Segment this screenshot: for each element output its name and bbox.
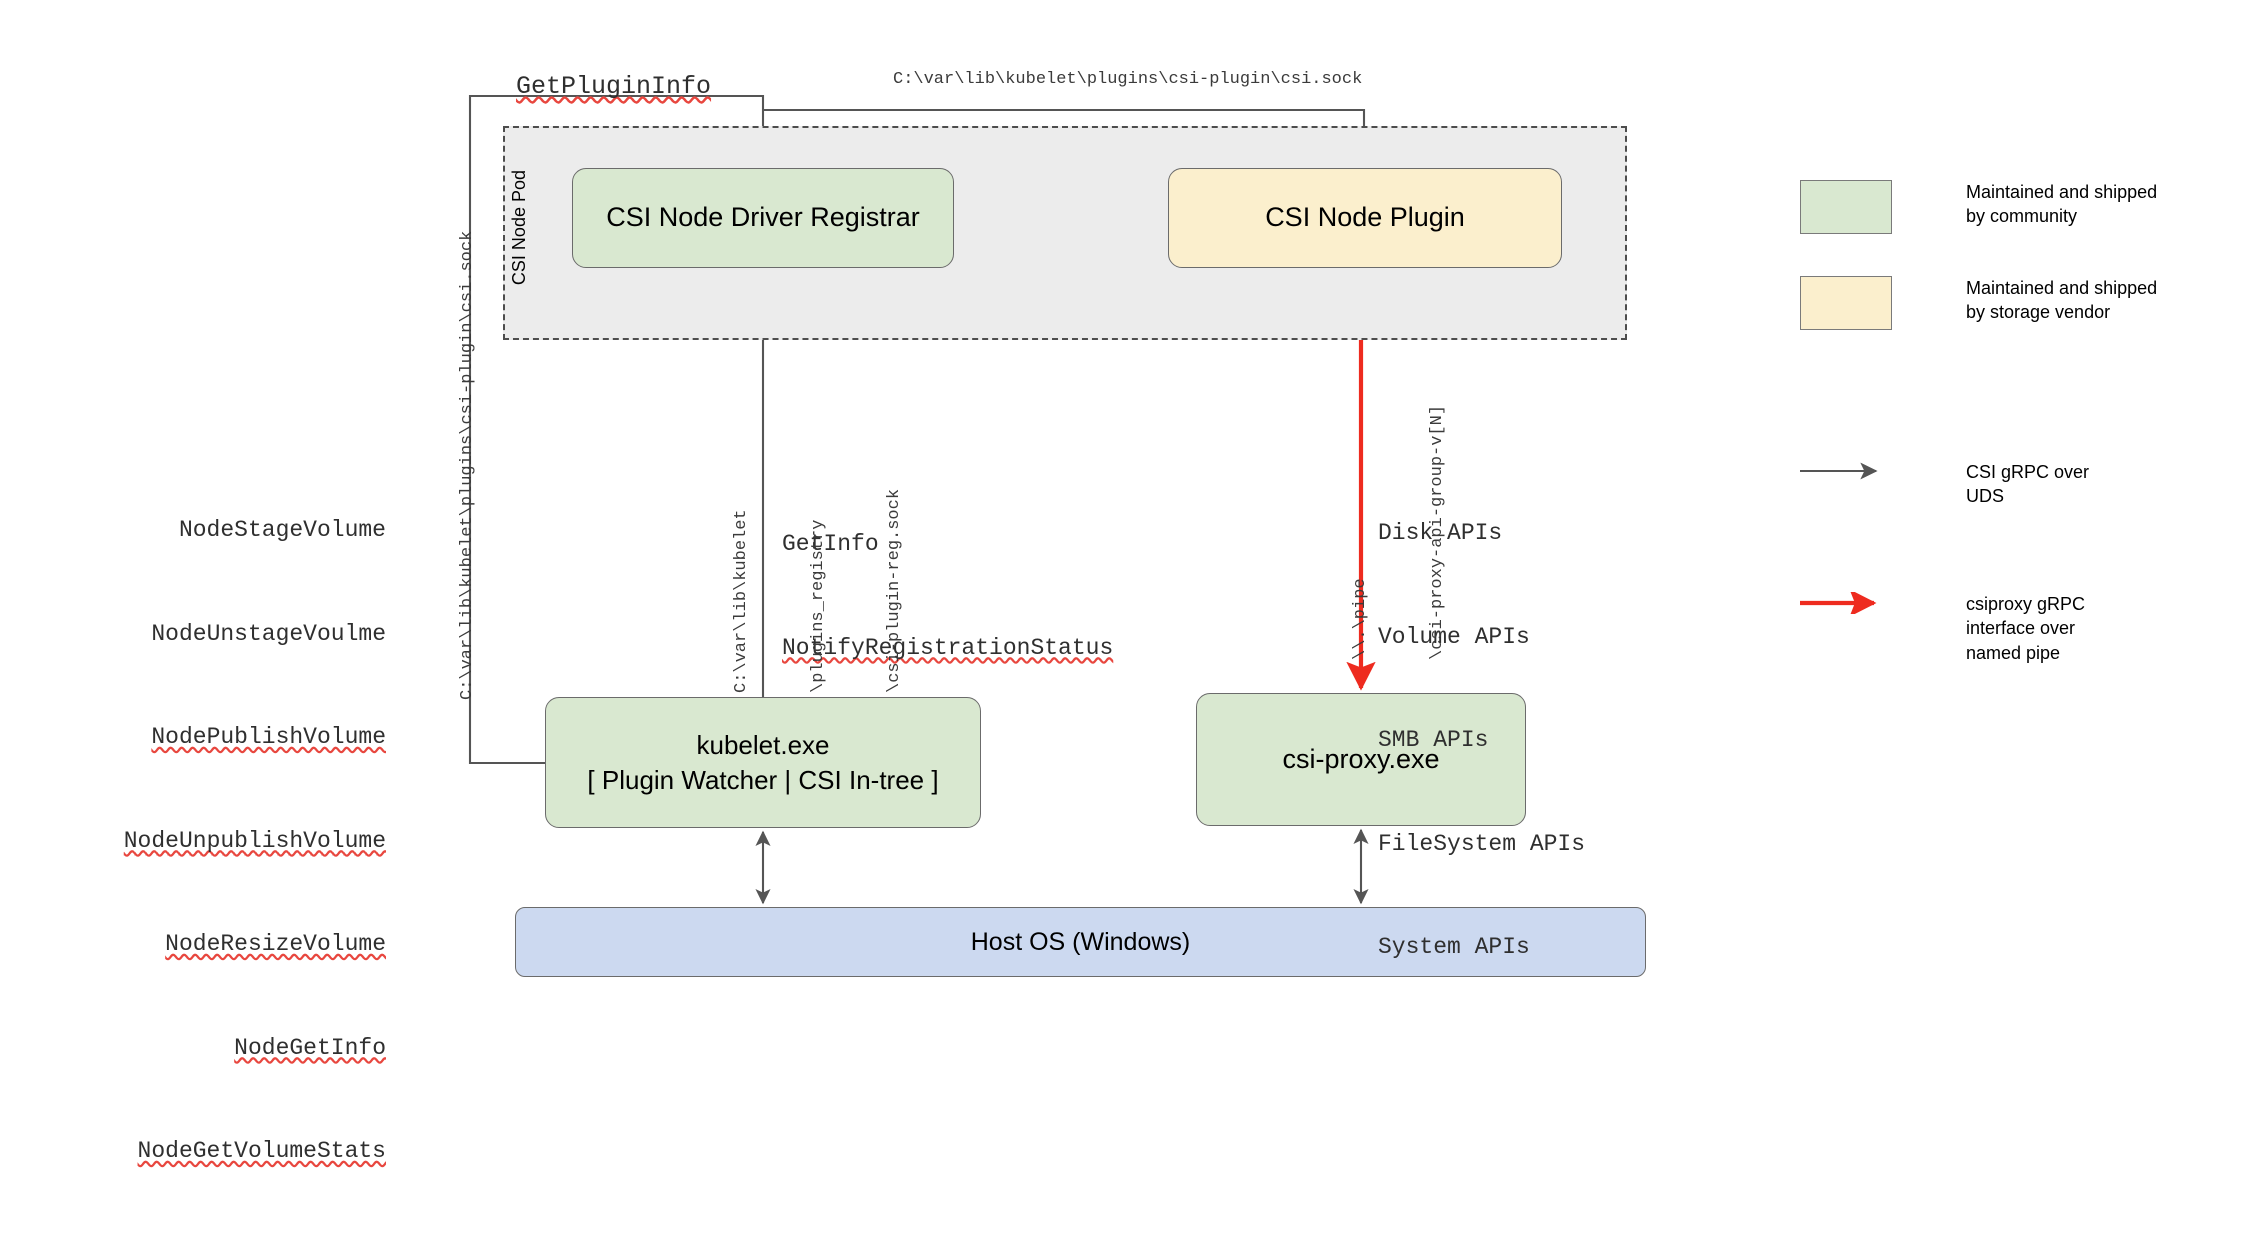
node-csi-node-driver-registrar-label: CSI Node Driver Registrar (606, 202, 920, 233)
legend-label-named-pipe: csiproxy gRPC interface over named pipe (1966, 594, 2086, 663)
node-csi-node-plugin[interactable]: CSI Node Plugin (1168, 168, 1562, 268)
node-kubelet-exe-line1: kubelet.exe (696, 730, 830, 761)
legend-label-uds: CSI gRPC over UDS (1966, 462, 2090, 507)
label-node-unstage-volume: NodeUnstageVoulme (151, 620, 386, 647)
label-api-filesystem: FileSystem APIs (1378, 830, 1586, 857)
label-registry-path-line2: \plugins_registry (808, 519, 828, 693)
label-api-disk: Disk APIs (1378, 520, 1503, 546)
legend-item-named-pipe: csiproxy gRPC interface over named pipe (1800, 589, 2086, 665)
node-csi-node-driver-registrar[interactable]: CSI Node Driver Registrar (572, 168, 954, 268)
legend-swatch-community-green (1800, 180, 1892, 234)
node-kubelet-exe-label: kubelet.exe [ Plugin Watcher | CSI In-tr… (546, 728, 980, 797)
csi-node-pod-label: CSI Node Pod (509, 170, 529, 286)
label-csi-sock-path-vertical: C:\var\lib\kubelet\plugins\csi-plugin\cs… (458, 230, 477, 700)
label-node-publish-volume: NodePublishVolume (151, 724, 386, 750)
label-api-system: System APIs (1378, 934, 1530, 960)
label-registry-path-line3: \csi-plugin-reg.sock (885, 488, 904, 693)
node-host-os-label: Host OS (Windows) (970, 927, 1191, 956)
legend-item-vendor: Maintained and shipped by storage vendor (1800, 276, 2157, 330)
legend-label-community: Maintained and shipped by community (1966, 182, 2158, 227)
legend-label-vendor: Maintained and shipped by storage vendor (1966, 278, 2158, 323)
label-notify-registration-status: NotifyRegistrationStatus (782, 634, 1114, 661)
label-getinfo: GetInfo (782, 531, 879, 557)
label-registry-path-line1: C:\var\lib\kubelet (732, 509, 751, 693)
label-node-service-calls: NodeStageVolume NodeUnstageVoulme NodePu… (100, 444, 386, 1238)
node-kubelet-exe-line2: [ Plugin Watcher | CSI In-tree ] (587, 764, 939, 795)
node-kubelet-exe[interactable]: kubelet.exe [ Plugin Watcher | CSI In-tr… (545, 697, 981, 828)
label-node-unpublish-volume: NodeUnpublishVolume (123, 827, 386, 854)
label-registration-calls: GetInfo NotifyRegistrationStatus (782, 458, 1113, 734)
label-csi-sock-path: C:\var\lib\kubelet\plugins\csi-plugin\cs… (893, 70, 1363, 89)
label-registry-sock-path-vertical: C:\var\lib\kubelet \plugins_registry \cs… (678, 489, 959, 693)
label-named-pipe-line1: \\.\pipe (1351, 578, 1370, 660)
label-node-resize-volume: NodeResizeVolume (165, 931, 386, 957)
diagram-canvas: CSI Node Pod CSI Node Driver Registrar C… (124, 70, 2157, 1164)
legend-arrow-gray-icon (1800, 460, 1892, 482)
label-csi-proxy-api-groups: Disk APIs Volume APIs SMB APIs FileSyste… (1378, 447, 1585, 1034)
label-named-pipe-vertical: \\.\pipe \csi-proxy-api-group-v[N] (1297, 405, 1501, 660)
legend-item-uds: CSI gRPC over UDS (1800, 460, 2089, 509)
label-node-stage-volume: NodeStageVolume (178, 517, 386, 543)
node-host-os[interactable]: Host OS (Windows) (515, 907, 1646, 977)
label-named-pipe-line2: \csi-proxy-api-group-v[N] (1427, 404, 1447, 660)
legend-item-community: Maintained and shipped by community (1800, 180, 2157, 234)
legend-swatch-vendor-yellow (1800, 276, 1892, 330)
label-node-get-volume-stats: NodeGetVolumeStats (137, 1138, 386, 1164)
legend-arrow-red-icon (1800, 589, 1892, 617)
node-csi-proxy-exe[interactable]: csi-proxy.exe (1196, 693, 1526, 826)
node-csi-proxy-exe-label: csi-proxy.exe (1282, 743, 1440, 774)
label-get-plugin-info: GetPluginInfo (516, 72, 712, 101)
label-api-volume: Volume APIs (1378, 623, 1530, 650)
label-api-smb: SMB APIs (1378, 727, 1489, 753)
label-node-get-info: NodeGetInfo (234, 1034, 386, 1061)
node-csi-node-plugin-label: CSI Node Plugin (1265, 202, 1465, 233)
